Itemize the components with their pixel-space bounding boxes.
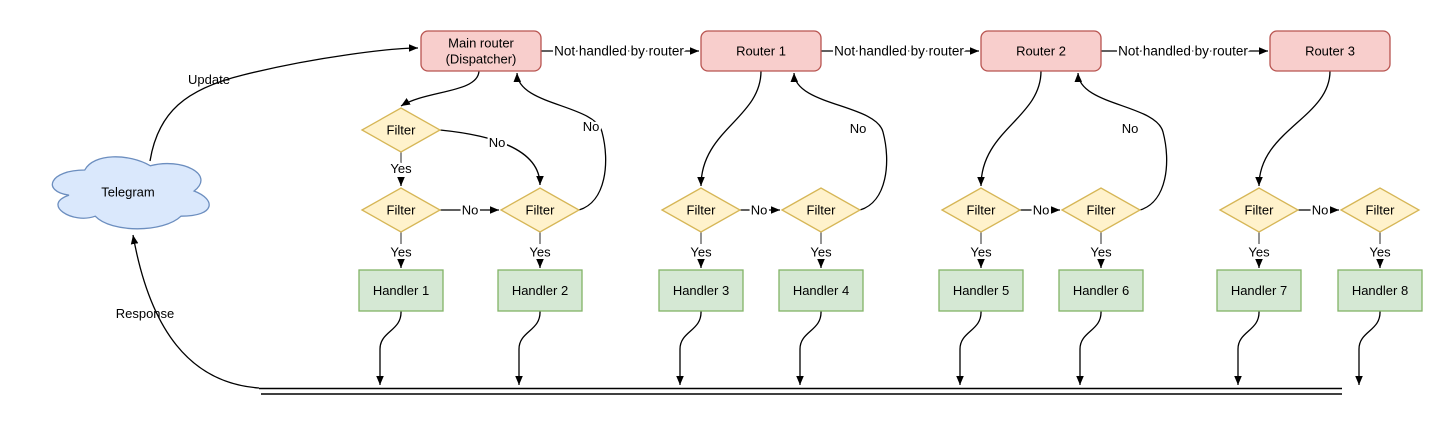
yes-label: Yes bbox=[390, 245, 412, 260]
edge-handler2-to-bus bbox=[515, 310, 541, 385]
router-2-label: Router 2 bbox=[1016, 44, 1066, 59]
yes-label: Yes bbox=[1090, 245, 1112, 260]
filter-label-3: Filter bbox=[687, 203, 717, 218]
filter-label-1: Filter bbox=[387, 203, 417, 218]
yes-label: Yes bbox=[529, 245, 551, 260]
handler-6-label: Handler 6 bbox=[1073, 283, 1129, 298]
edges bbox=[130, 44, 1384, 395]
router-3-label: Router 3 bbox=[1305, 44, 1355, 59]
no-label: No bbox=[489, 135, 506, 150]
labels: Telegram Update Response Main router (Di… bbox=[101, 36, 1408, 322]
nodes bbox=[51, 30, 1423, 312]
edge-router2-to-filter5 bbox=[977, 70, 1042, 187]
edge-filter2-loop-no bbox=[513, 72, 607, 211]
telegram-label: Telegram bbox=[101, 185, 154, 200]
edge-filter6-loop-no bbox=[1074, 72, 1168, 211]
handler-7-label: Handler 7 bbox=[1231, 283, 1287, 298]
filter-diamond-4 bbox=[780, 187, 862, 233]
edge-dispatcher-to-top-filter bbox=[400, 70, 480, 107]
update-label: Update bbox=[188, 72, 230, 87]
edge-handler8-to-bus bbox=[1355, 310, 1381, 385]
filter-label-4: Filter bbox=[807, 203, 837, 218]
router-1-label: Router 1 bbox=[736, 44, 786, 59]
edge-update bbox=[149, 44, 419, 162]
node-handler-6 bbox=[1058, 269, 1144, 312]
edge-handler5-to-bus bbox=[956, 310, 982, 385]
no-label: No bbox=[462, 203, 479, 218]
handler-1-label: Handler 1 bbox=[373, 283, 429, 298]
edge-top-filter-no bbox=[439, 129, 544, 186]
filter-diamond-7 bbox=[1218, 187, 1300, 233]
edge-handler6-to-bus bbox=[1076, 310, 1102, 385]
edge-router3-to-filter7 bbox=[1255, 70, 1331, 187]
yes-label: Yes bbox=[390, 161, 412, 176]
filter-diamond-6 bbox=[1060, 187, 1142, 233]
yes-label: Yes bbox=[690, 245, 712, 260]
not-handled-label-1: Not handled by router bbox=[554, 44, 684, 59]
yes-label: Yes bbox=[1369, 245, 1391, 260]
no-label: No bbox=[583, 119, 600, 134]
filter-label-2: Filter bbox=[526, 203, 556, 218]
main-router-label-line2: (Dispatcher) bbox=[446, 52, 517, 67]
filter-diamond-2 bbox=[499, 187, 581, 233]
node-router-3 bbox=[1269, 30, 1391, 72]
handler-4-label: Handler 4 bbox=[793, 283, 849, 298]
filter-diamond-top bbox=[360, 107, 442, 153]
node-handler-7 bbox=[1216, 269, 1302, 312]
yes-label: Yes bbox=[970, 245, 992, 260]
node-router-1 bbox=[700, 30, 822, 72]
filter-label-8: Filter bbox=[1366, 203, 1396, 218]
no-label: No bbox=[850, 121, 867, 136]
filter-diamond-3 bbox=[660, 187, 742, 233]
filter-label-7: Filter bbox=[1245, 203, 1275, 218]
edge-filter4-loop-no bbox=[790, 72, 888, 211]
handler-2-label: Handler 2 bbox=[512, 283, 568, 298]
node-handler-3 bbox=[658, 269, 744, 312]
telegram-cloud bbox=[51, 156, 210, 230]
edge-response bbox=[130, 234, 260, 389]
node-handler-8 bbox=[1337, 269, 1423, 312]
filter-diamond-5 bbox=[940, 187, 1022, 233]
no-label: No bbox=[1033, 203, 1050, 218]
node-handler-1 bbox=[358, 269, 444, 312]
main-router-label-line1: Main router bbox=[448, 36, 514, 51]
yes-label: Yes bbox=[810, 245, 832, 260]
no-label: No bbox=[1122, 121, 1139, 136]
node-router-2 bbox=[980, 30, 1102, 72]
node-main-router bbox=[420, 30, 542, 72]
not-handled-label-3: Not handled by router bbox=[1118, 44, 1248, 59]
edge-handler3-to-bus bbox=[676, 310, 702, 385]
no-label: No bbox=[751, 203, 768, 218]
not-handled-label-2: Not handled by router bbox=[834, 44, 964, 59]
response-label: Response bbox=[116, 306, 175, 321]
filter-label-6: Filter bbox=[1087, 203, 1117, 218]
node-handler-2 bbox=[497, 269, 583, 312]
yes-label: Yes bbox=[1248, 245, 1270, 260]
filter-label-5: Filter bbox=[967, 203, 997, 218]
handler-3-label: Handler 3 bbox=[673, 283, 729, 298]
no-label: No bbox=[1312, 203, 1329, 218]
edge-handler4-to-bus bbox=[796, 310, 822, 385]
handler-5-label: Handler 5 bbox=[953, 283, 1009, 298]
filter-label-top: Filter bbox=[387, 123, 417, 138]
edge-handler7-to-bus bbox=[1234, 310, 1260, 385]
edge-handler1-to-bus bbox=[376, 310, 402, 385]
edge-router1-to-filter3 bbox=[697, 70, 762, 187]
filter-diamond-8 bbox=[1339, 187, 1421, 233]
handler-8-label: Handler 8 bbox=[1352, 283, 1408, 298]
filter-diamond-1 bbox=[360, 187, 442, 233]
node-handler-4 bbox=[778, 269, 864, 312]
node-handler-5 bbox=[938, 269, 1024, 312]
